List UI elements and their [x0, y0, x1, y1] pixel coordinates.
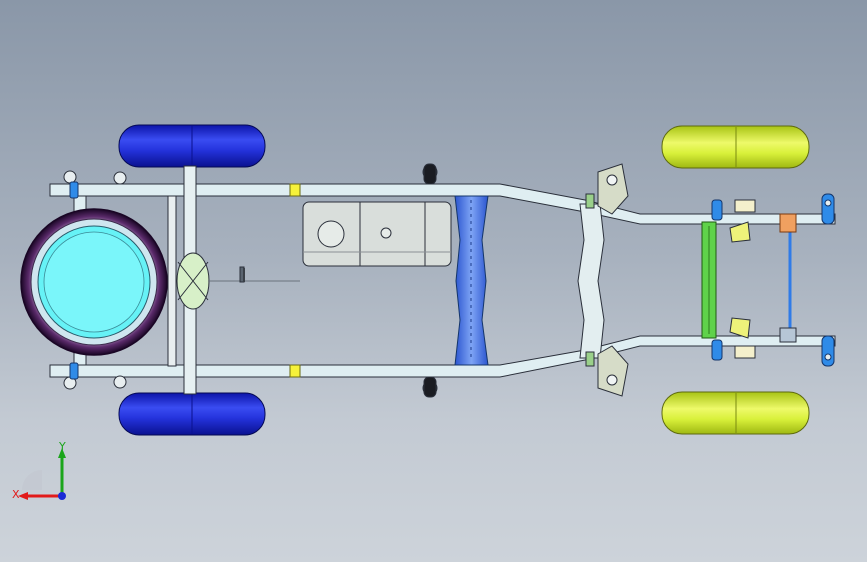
front-axle-beam[interactable] — [701, 199, 723, 361]
rail-brackets — [289, 183, 301, 378]
fuel-tank[interactable] — [302, 201, 452, 267]
marker-tick — [243, 268, 245, 282]
rear-clamps — [69, 181, 79, 380]
y-axis-arrowhead — [58, 448, 66, 458]
axis-triad: Y X — [12, 440, 66, 501]
y-axis-label: Y — [58, 440, 66, 453]
rear-right-wheel[interactable] — [118, 392, 266, 436]
rear-axle[interactable] — [167, 165, 210, 395]
front-right-wheel[interactable] — [661, 391, 810, 435]
spare-tire[interactable] — [20, 208, 168, 356]
triad-base — [22, 470, 42, 490]
x-axis-label: X — [12, 488, 20, 501]
rear-hangers — [63, 163, 438, 398]
rear-left-wheel[interactable] — [118, 124, 266, 168]
steering-linkage — [729, 199, 797, 359]
z-axis-dot — [58, 492, 66, 500]
front-mounts — [821, 193, 835, 367]
propeller-shaft — [208, 266, 300, 283]
front-crossmember[interactable] — [577, 163, 629, 397]
x-axis-arrowhead — [18, 492, 28, 500]
center-crossmember[interactable] — [454, 195, 489, 366]
front-left-wheel[interactable] — [661, 125, 810, 169]
